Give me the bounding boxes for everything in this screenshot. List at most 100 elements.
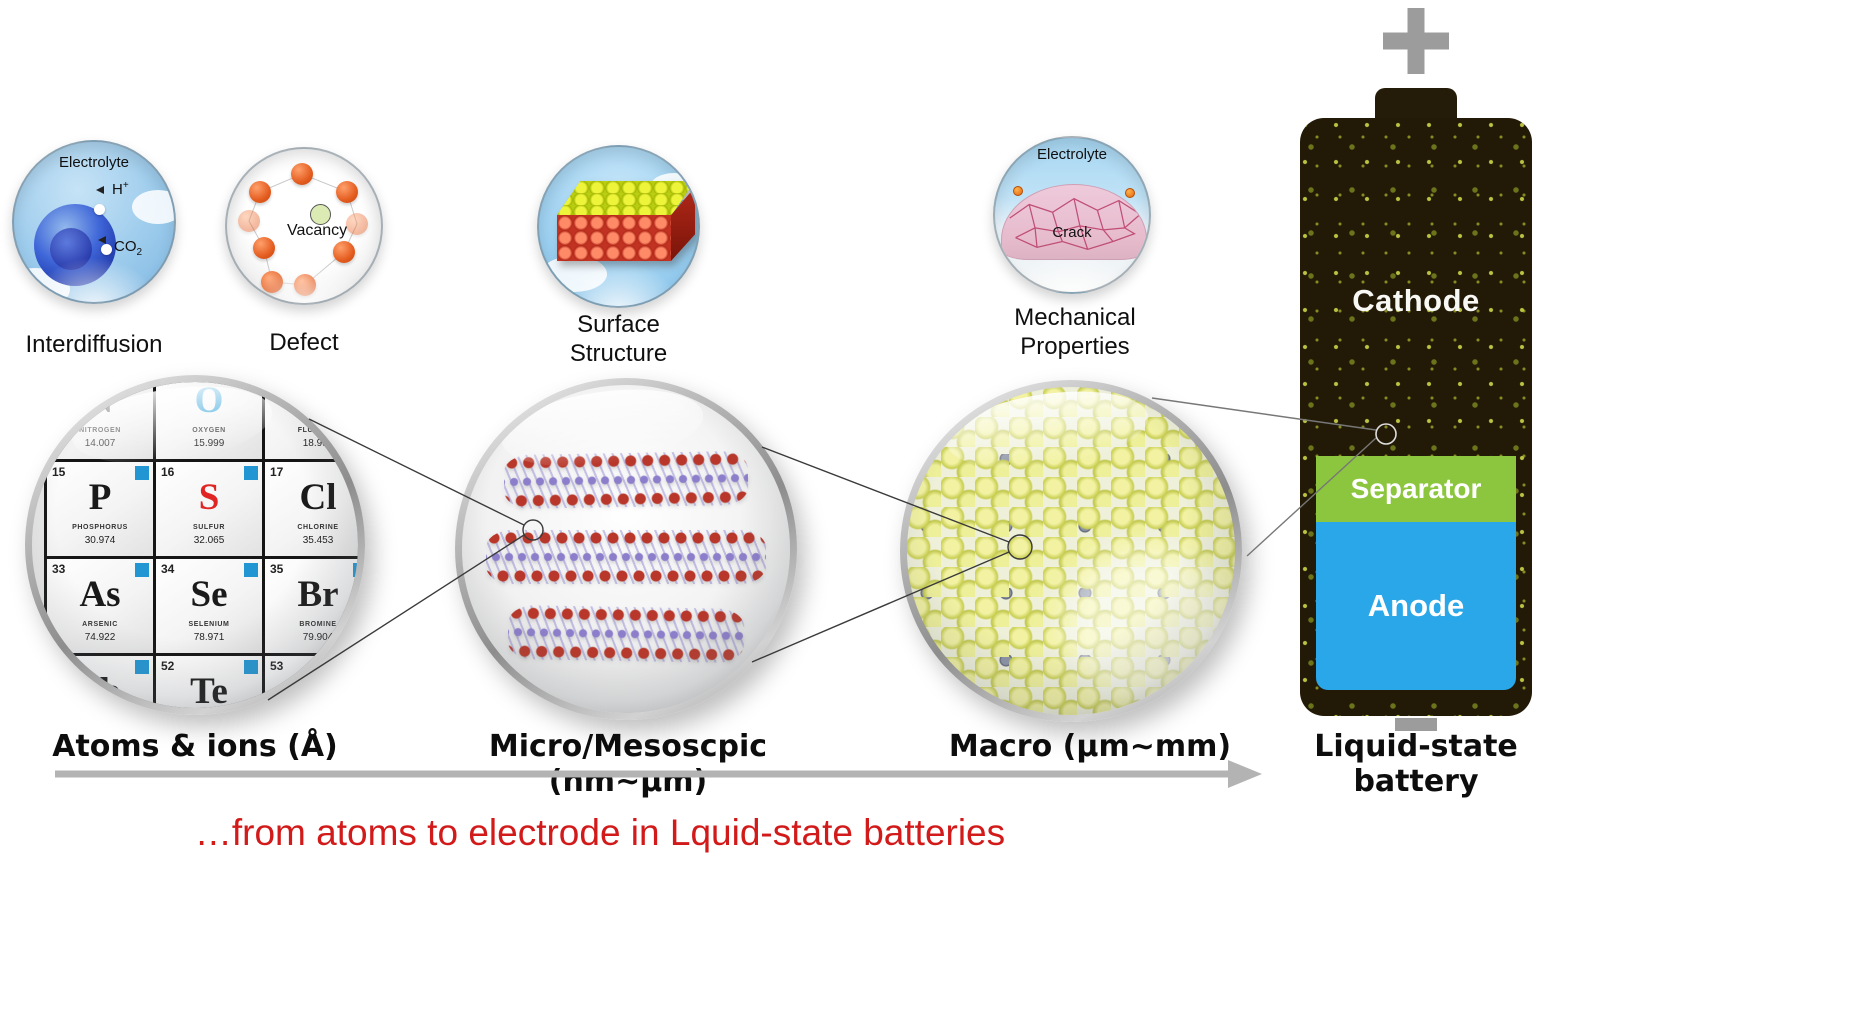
element-name: FLUORINE [297,427,339,434]
battery-scale-label: Liquid-state battery [1314,729,1518,799]
micro-scale-label: Micro/Mesoscpic (nm∼μm) [488,729,768,799]
plus-terminal-icon [1383,8,1449,74]
vacancy-site [310,204,331,225]
periodic-cell: 35 Br BROMINE 79.904 [265,559,358,653]
scale-axis-arrowhead [1228,760,1262,788]
periodic-cell: 52 Te TELLURIUM [156,656,262,708]
element-symbol: As [79,574,121,615]
periodic-cell: 34 Se SELENIUM 78.971 [156,559,262,653]
state-marker-icon [135,563,149,577]
element-mass: 18.998 [302,438,334,449]
element-symbol: Te [190,671,228,709]
element-symbol: Br [297,574,339,615]
defect-atom-dot [291,163,313,185]
defect-icon: Vacancy [225,147,383,305]
crack-pattern [1009,197,1141,250]
state-marker-icon [135,382,149,383]
diffusion-arrow-icon [96,186,104,194]
defect-atom-dot [261,271,283,293]
crack-annotation: Crack [1052,224,1092,241]
state-marker-icon [244,466,258,480]
state-marker-icon [353,660,358,674]
surface-structure-label: Surface Structure [569,311,668,367]
anode-label: Anode [1367,588,1465,623]
state-marker-icon [244,660,258,674]
slab-top-face [557,181,695,215]
element-symbol: N [86,382,114,421]
periodic-cell: 7 N NITROGEN 14.007 [47,382,153,459]
ion-sphere-core [50,228,92,270]
element-mass: 78.971 [193,632,225,643]
micro-mesoscopic-lens [455,378,797,720]
element-mass: 32.065 [193,535,225,546]
macro-scale-label: Macro (μm∼mm) [948,729,1232,764]
atomic-number: 17 [270,465,284,479]
h-ion-annotation: H+ [112,180,129,198]
periodic-cell: 51 Sb [47,656,153,708]
diffusion-arrow-icon [98,236,106,244]
cloud-shape [14,268,70,302]
periodic-cell: 16 S SULFUR 32.065 [156,462,262,556]
crystal-layer [503,450,749,510]
defect-label: Defect [269,329,339,356]
defect-atom-dot [346,213,368,235]
element-symbol: S [198,477,220,518]
atomic-number: 16 [161,465,175,479]
atomic-number: 52 [161,659,175,673]
defect-atom-dot [294,274,316,296]
element-name: SELENIUM [188,621,230,628]
defect-atom-dot [333,241,355,263]
element-mass: 35.453 [302,535,334,546]
electrode-surface-dome [1001,184,1147,260]
crystal-slab [557,173,697,273]
element-symbol: Se [190,574,228,615]
state-marker-icon [244,382,258,383]
element-symbol: Cl [299,477,337,518]
li-ion-dot [1125,188,1135,198]
atoms-scale-label: Atoms & ions (Å) [52,729,338,764]
defect-atom-dot [336,181,358,203]
co2-annotation: CO2 [114,238,143,258]
anode-band: Anode [1316,522,1516,690]
crystal-lens-content [462,385,790,713]
li-ion-dot [1013,186,1023,196]
element-symbol: F [306,382,330,421]
atomic-number: 15 [52,465,66,479]
surface-structure-icon [537,145,700,308]
vacancy-label: Vacancy [287,222,348,239]
liquid-state-battery: Cathode Separator Anode [1300,8,1532,748]
atomic-number: 33 [52,562,66,576]
battery-body: Cathode Separator Anode [1300,118,1532,716]
element-mass: 74.922 [84,632,116,643]
defect-atom-dot [238,210,260,232]
electrolyte-annotation: Electrolyte [58,154,130,171]
interdiffusion-icon: Electrolyte H+ CO2 [12,140,176,304]
atomic-number: 51 [52,659,66,673]
separator-label: Separator [1350,473,1482,504]
element-name: OXYGEN [192,427,226,434]
periodic-cell: 8 O OXYGEN 15.999 [156,382,262,459]
slab-front-face [557,215,671,261]
molecule-dot [94,204,105,215]
periodic-table-grid: 7 N NITROGEN 14.007 8 O OXYGEN 15.999 [44,382,358,708]
defect-atom-dot [249,181,271,203]
periodic-cell: 33 As ARSENIC 74.922 [47,559,153,653]
macro-lens-content [907,387,1235,715]
molecule-dot [101,244,112,255]
atoms-lens: 7 N NITROGEN 14.007 8 O OXYGEN 15.999 [25,375,365,715]
element-mass: 30.974 [84,535,116,546]
crystal-layer [507,604,745,664]
separator-band: Separator [1316,456,1516,522]
state-marker-icon [135,466,149,480]
atomic-number: 34 [161,562,175,576]
element-mass: 14.007 [84,438,116,449]
element-name: ARSENIC [82,621,118,628]
periodic-cell: 9 F FLUORINE 18.998 [265,382,358,459]
periodic-cell: 15 P PHOSPHORUS 30.974 [47,462,153,556]
element-mass: 79.904 [302,632,334,643]
mechanical-properties-label: Mechanical Properties [1014,304,1136,360]
element-name: PHOSPHORUS [72,524,128,531]
mechanical-properties-icon: Electrolyte Crack [993,136,1151,294]
element-symbol: P [88,477,112,518]
macro-lens [900,380,1242,722]
